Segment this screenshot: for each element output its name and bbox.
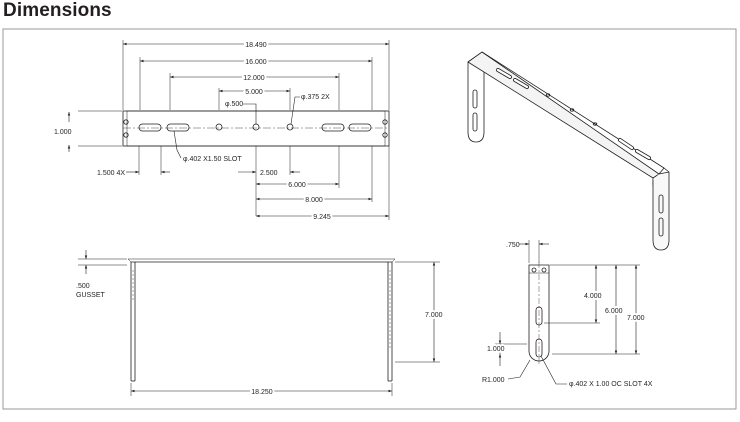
side-tab-hole: [541, 267, 547, 273]
dim-hole-4: 4.000: [584, 293, 602, 300]
dim-offset-8000: 8.000: [305, 197, 323, 204]
slot: [321, 123, 345, 132]
dim-bottom-offset: 1.000: [487, 346, 505, 353]
dim-slot-spacing: 1.500 4X: [97, 170, 125, 177]
slot: [138, 123, 162, 132]
page-title: Dimensions: [3, 0, 112, 21]
side-leg-outline: [528, 264, 550, 362]
side-view: [495, 240, 640, 385]
dim-hole-span-12: 12.000: [243, 75, 265, 82]
hole-375: [286, 123, 294, 131]
dim-tab-width: .750: [506, 242, 520, 249]
callout-hole-500: φ.500: [225, 101, 243, 108]
iso-hole: [592, 122, 598, 126]
iso-right-leg: [652, 171, 670, 251]
dim-offset-6000: 6.000: [288, 182, 306, 189]
end-hole: [382, 132, 388, 138]
iso-slot: [472, 89, 478, 109]
hole-500: [215, 123, 223, 131]
end-hole: [123, 119, 129, 125]
drawing-border: [2, 28, 737, 410]
dim-gusset-value: .500: [76, 283, 90, 290]
front-view: [78, 250, 440, 396]
isometric-view: [467, 51, 670, 251]
slot: [348, 123, 372, 132]
dim-hole-span-5: 5.000: [245, 89, 263, 96]
dim-side-height: 7.000: [627, 315, 645, 322]
dim-front-length: 18.250: [251, 389, 273, 396]
iso-slot: [472, 112, 478, 132]
callout-slot: φ.402 X1.50 SLOT: [183, 156, 242, 163]
iso-hole: [545, 93, 551, 97]
center-hole: [252, 123, 260, 131]
end-hole: [382, 119, 388, 125]
side-tab-hole: [531, 267, 537, 273]
iso-left-leg: [467, 62, 485, 143]
dim-overall-length: 18.490: [245, 42, 267, 49]
dim-front-height: 7.000: [425, 312, 443, 319]
iso-hole: [569, 108, 575, 112]
iso-slot: [658, 194, 664, 214]
callout-hole-375: φ.375 2X: [301, 94, 330, 101]
side-view-labels: .750 4.000 6.000 7.000 1.000 R1.000 φ.40…: [482, 242, 653, 388]
dim-hole-6: 6.000: [605, 308, 623, 315]
top-view: [67, 40, 390, 220]
dim-gusset-label: GUSSET: [76, 292, 106, 299]
slot: [166, 123, 190, 132]
dim-hole-span-16: 16.000: [245, 59, 267, 66]
dim-radius: R1.000: [482, 377, 505, 384]
callout-side-slot: φ.402 X 1.00 OC SLOT 4X: [569, 381, 653, 388]
dim-offset-9245: 9.245: [313, 214, 331, 221]
iso-slot: [658, 217, 664, 237]
top-view-labels: 18.490 16.000 12.000 5.000 φ.500 φ.375 2…: [54, 40, 333, 223]
dim-width: 1.000: [54, 129, 72, 136]
dim-offset-2500: 2.500: [260, 170, 278, 177]
front-view-labels: .500 GUSSET 7.000 18.250: [76, 283, 445, 398]
end-hole: [123, 132, 129, 138]
